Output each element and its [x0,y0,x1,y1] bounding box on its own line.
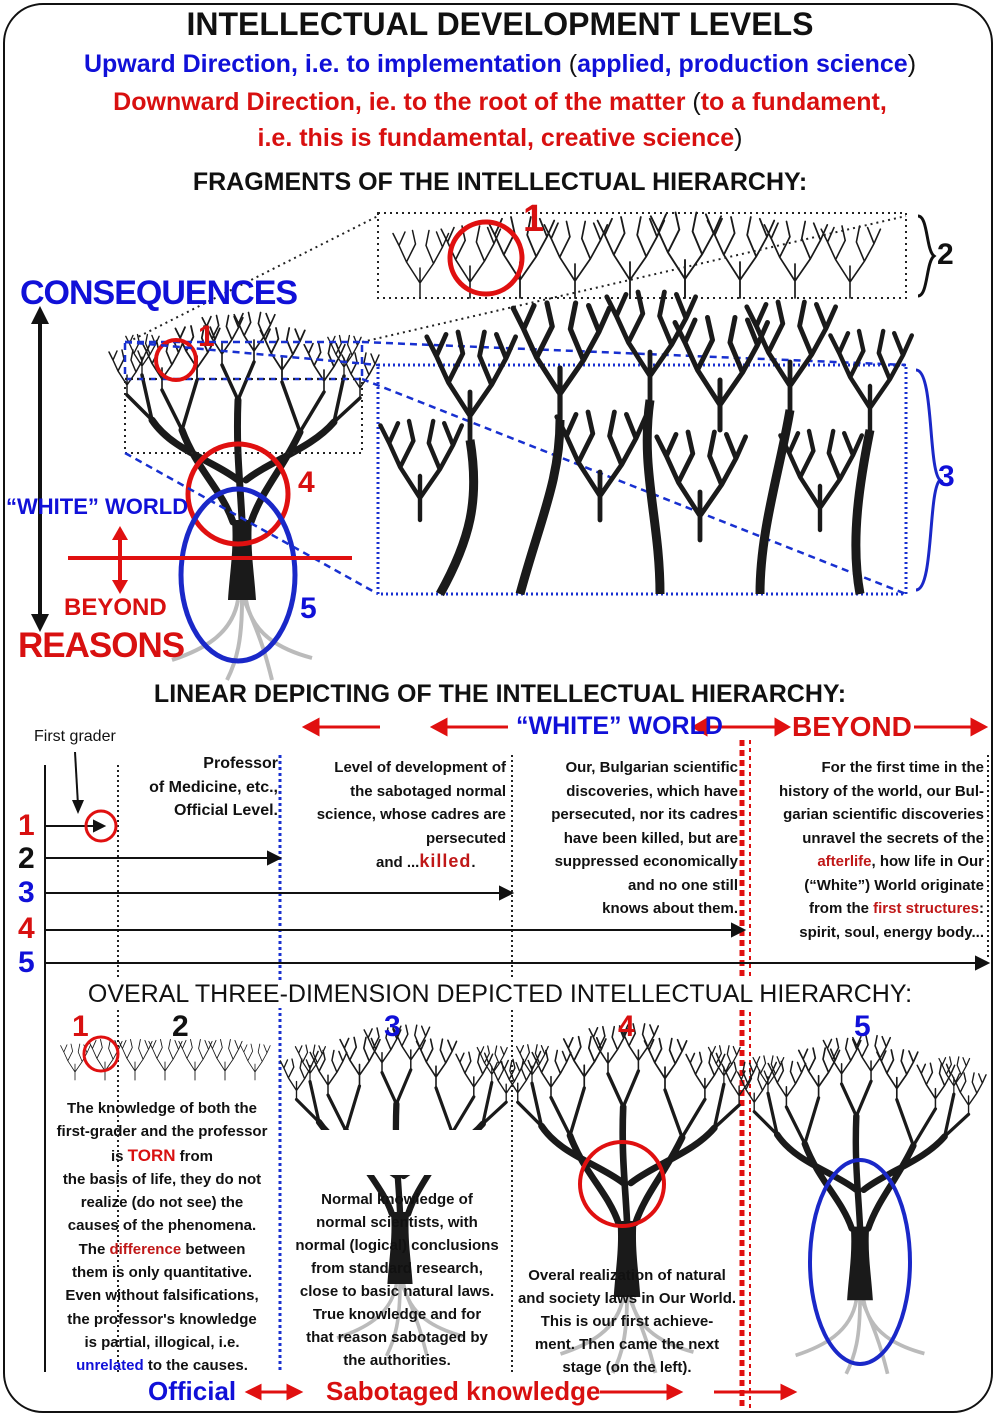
first-grader-label: First grader [34,728,116,745]
official-label: Official [148,1376,237,1406]
fragments-title: FRAGMENTS OF THE INTELLECTUAL HIERARCHY: [192,168,808,196]
overall-level-4: 4 [618,1010,635,1043]
normal-knowledge-text: Normal knowledge of normal scientists, w… [295,1191,499,1369]
beyond-label: BEYOND [64,594,167,621]
page-title: INTELLECTUAL DEVELOPMENT LEVELS [186,6,814,42]
mark-3: 3 [938,460,955,493]
white-world-label: “WHITE” WORLD [6,494,189,519]
linear-level-5: 5 [18,946,35,979]
brace-2 [917,214,937,298]
mark-4: 4 [298,466,315,499]
mark-1-small: 1 [198,320,215,353]
consequences-label: CONSEQUENCES [20,274,298,312]
page-frame [3,3,993,1413]
downward-direction-2: i.e. this is fundamental, creative scien… [257,124,743,152]
mark-1-top: 1 [523,198,545,240]
professor-text: Professor of Medicine, etc., Official Le… [149,755,278,819]
linear-white-world: “WHITE” WORLD [516,712,723,740]
linear-level-2: 2 [18,842,35,875]
torn-knowledge-text: The knowledge of both the first-grader a… [56,1100,268,1375]
zoom-box-3 [376,363,908,596]
overal-realization-text: Overal realization of natural and societ… [517,1267,737,1376]
linear-beyond: BEYOND [792,711,912,742]
upward-direction: Upward Direction, i.e. to implementation… [83,50,917,78]
downward-direction-1: Downward Direction, ie. to the root of t… [113,88,887,116]
overall-level-3: 3 [384,1010,401,1043]
canopy-large [379,291,913,597]
overall-level-5: 5 [854,1010,871,1043]
mark-5: 5 [300,592,317,625]
tree-5 [738,1036,986,1374]
brace-3 [915,368,943,592]
overall-title: OVERAL THREE-DIMENSION DEPICTED INTELLEC… [0,980,1000,1009]
linear-level-1: 1 [18,809,35,842]
zoom-box-2 [377,212,907,299]
tree-strip-1-2 [60,1039,271,1081]
linear-level-3: 3 [18,876,35,909]
reasons-label: REASONS [18,626,185,665]
linear-title: LINEAR DEPICTING OF THE INTELLECTUAL HIE… [153,680,847,708]
overall-level-2: 2 [172,1010,189,1043]
overall-level-1: 1 [72,1010,89,1043]
mark-2: 2 [937,238,954,271]
sabotaged-level-text: Level of development of the sabotaged no… [316,759,506,871]
linear-level-4: 4 [18,912,35,945]
bulgarian-discoveries-text: Our, Bulgarian scientific discoveries, w… [551,759,738,917]
circle-mark-1-top [447,219,525,297]
afterlife-text: For the first time in the history of the… [779,759,984,941]
sabotaged-knowledge-label: Sabotaged knowledge [326,1376,601,1406]
